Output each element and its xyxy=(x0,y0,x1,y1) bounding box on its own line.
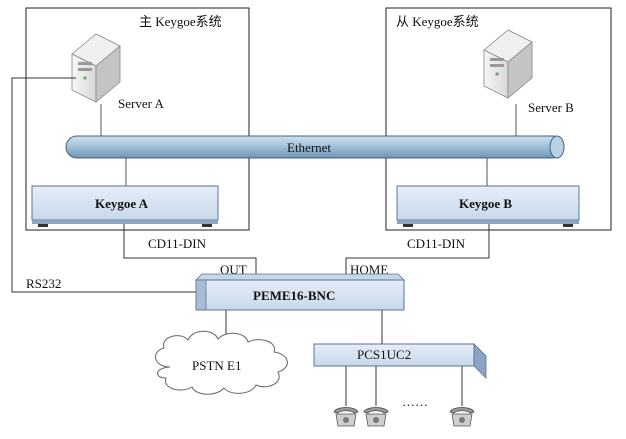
out-port-label: OUT xyxy=(220,262,247,277)
pcs-device xyxy=(313,343,487,379)
keygoe-b-device xyxy=(396,185,580,227)
pstn-cloud-icon xyxy=(155,330,288,395)
peme-device xyxy=(195,273,405,311)
keygoe-a-device xyxy=(31,185,219,227)
keygoe-b-label: Keygoe B xyxy=(459,196,512,211)
cd11-label-a: CD11-DIN xyxy=(148,236,207,251)
home-port-label: HOME xyxy=(350,262,388,277)
telephone-icon xyxy=(333,407,359,427)
rs232-cable xyxy=(11,77,196,293)
server-b-label: Server B xyxy=(528,100,574,115)
pcs-label: PCS1UC2 xyxy=(357,347,411,362)
telephone-icon xyxy=(449,407,475,427)
slave-system-box xyxy=(385,7,612,231)
keygoe-a-label: Keygoe A xyxy=(95,196,149,211)
server-b-icon xyxy=(483,29,533,99)
cd11-cable-a xyxy=(123,224,257,280)
ethernet-label: Ethernet xyxy=(287,140,331,155)
slave-system-title: 从 Keygoe系统 xyxy=(396,14,479,29)
cd11-cable-b xyxy=(345,224,490,280)
master-system-title: 主 Keygoe系统 xyxy=(139,14,222,29)
server-a-icon xyxy=(71,33,121,103)
ethernet-bus xyxy=(65,135,565,159)
server-a-label: Server A xyxy=(118,96,164,111)
pstn-label: PSTN E1 xyxy=(192,358,241,373)
peme-label: PEME16-BNC xyxy=(253,288,335,303)
cd11-label-b: CD11-DIN xyxy=(407,236,466,251)
telephone-icon xyxy=(363,407,389,427)
master-system-box xyxy=(25,7,250,231)
rs232-label: RS232 xyxy=(26,276,61,291)
phones-ellipsis: …… xyxy=(402,394,428,409)
